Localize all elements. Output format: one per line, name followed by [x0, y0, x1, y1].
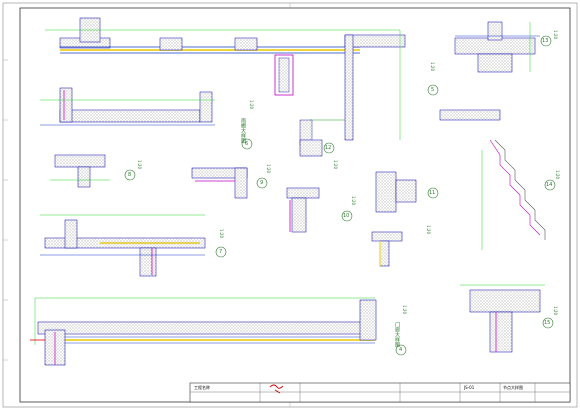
detail-6-scale: 1:20	[249, 100, 254, 109]
title-block	[189, 382, 571, 403]
detail-13-id: 13	[542, 38, 549, 44]
title-block-drawing-no: JS-01	[464, 385, 475, 390]
detail-6-title: 雨棚大样图	[240, 118, 246, 143]
detail-6-id: 6	[245, 141, 249, 147]
detail-4-scale: 1:20	[402, 305, 407, 314]
detail-5-scale: 1:20	[430, 62, 435, 71]
detail-9-section	[191, 167, 248, 199]
detail-4-section	[30, 297, 377, 366]
detail-7-section	[40, 214, 206, 277]
title-block-project-label: 工程名称	[194, 385, 210, 390]
detail-15-scale: 1:20	[553, 306, 558, 315]
detail-15-id: 15	[544, 320, 551, 326]
detail-stair-section	[439, 109, 546, 250]
detail-14-id: 14	[546, 182, 553, 188]
marker-detail-6	[241, 138, 253, 150]
detail-9-scale: 1:20	[266, 164, 271, 173]
marker-detail-13	[540, 35, 552, 47]
detail-10-scale: 1:20	[351, 196, 356, 205]
detail-4-id: 4	[399, 347, 403, 353]
detail-5-id: 5	[431, 87, 435, 93]
detail-left-middle-section	[40, 87, 215, 126]
marker-detail-12	[323, 142, 335, 154]
detail-8-id: 8	[128, 172, 132, 178]
detail-9-id: 9	[260, 180, 264, 186]
detail-7-id: 7	[219, 249, 223, 255]
detail-5-section	[454, 21, 540, 73]
marker-detail-4	[395, 344, 407, 356]
detail-4-title: 门廊大样图	[394, 322, 400, 347]
detail-8-scale: 1:20	[137, 160, 142, 169]
marker-detail-9	[256, 177, 268, 189]
detail-8-section	[50, 154, 110, 188]
marker-detail-11	[427, 187, 439, 199]
marker-detail-10	[341, 210, 353, 222]
marker-detail-5	[427, 84, 439, 96]
marker-detail-7	[215, 246, 227, 258]
detail-12-id: 12	[325, 145, 332, 151]
marker-detail-14	[544, 179, 556, 191]
detail-13-scale: 1:20	[553, 30, 558, 39]
detail-15-section	[460, 284, 545, 353]
detail-7-scale: 1:20	[219, 229, 224, 238]
detail-6-section	[45, 17, 406, 146]
detail-14-scale: 1:20	[555, 170, 560, 179]
detail-10-id: 10	[343, 213, 350, 219]
detail-11-scale: 1:20	[426, 225, 431, 234]
marker-detail-8	[124, 169, 136, 181]
title-block-sheet-title: 节点大样图	[503, 385, 523, 390]
detail-reference-markers	[124, 35, 556, 356]
detail-middle-group	[286, 139, 417, 267]
marker-detail-15	[542, 317, 554, 329]
detail-11-id: 11	[429, 190, 436, 196]
detail-12-scale: 1:20	[333, 160, 338, 169]
left-border-ticks	[3, 3, 291, 407]
